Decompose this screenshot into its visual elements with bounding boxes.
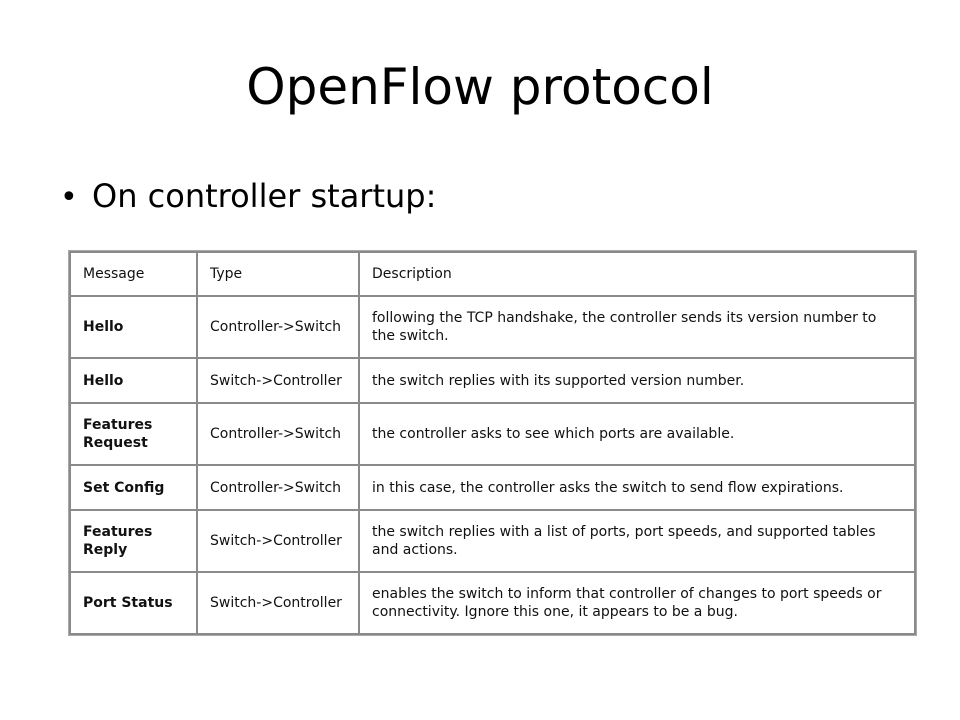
message-cell: Features Reply [69,509,198,573]
message-cell: Port Status [69,571,198,635]
message-table-frame: Message Type Description Hello Controlle… [68,250,917,636]
message-cell: Hello [69,357,198,404]
type-cell: Controller->Switch [196,295,360,359]
table-row: Set Config Controller->Switch in this ca… [69,464,916,511]
table-row: Features Reply Switch->Controller the sw… [69,509,916,573]
type-cell: Controller->Switch [196,464,360,511]
description-cell: the switch replies with a list of ports,… [358,509,916,573]
description-cell: in this case, the controller asks the sw… [358,464,916,511]
description-cell: the controller asks to see which ports a… [358,402,916,466]
table-header-row: Message Type Description [69,251,916,297]
description-cell: following the TCP handshake, the control… [358,295,916,359]
table-row: Features Request Controller->Switch the … [69,402,916,466]
bullet-dot-icon: • [60,180,78,215]
type-cell: Controller->Switch [196,402,360,466]
slide-title: OpenFlow protocol [246,58,714,116]
header-type: Type [196,251,360,297]
table-row: Hello Switch->Controller the switch repl… [69,357,916,404]
message-cell: Features Request [69,402,198,466]
bullet-item: • On controller startup: [60,177,436,215]
type-cell: Switch->Controller [196,571,360,635]
type-cell: Switch->Controller [196,357,360,404]
description-cell: enables the switch to inform that contro… [358,571,916,635]
bullet-text: On controller startup: [92,177,437,215]
header-description: Description [358,251,916,297]
message-cell: Hello [69,295,198,359]
description-cell: the switch replies with its supported ve… [358,357,916,404]
type-cell: Switch->Controller [196,509,360,573]
header-message: Message [69,251,198,297]
message-table: Message Type Description Hello Controlle… [69,251,916,635]
table-row: Hello Controller->Switch following the T… [69,295,916,359]
table-row: Port Status Switch->Controller enables t… [69,571,916,635]
message-cell: Set Config [69,464,198,511]
